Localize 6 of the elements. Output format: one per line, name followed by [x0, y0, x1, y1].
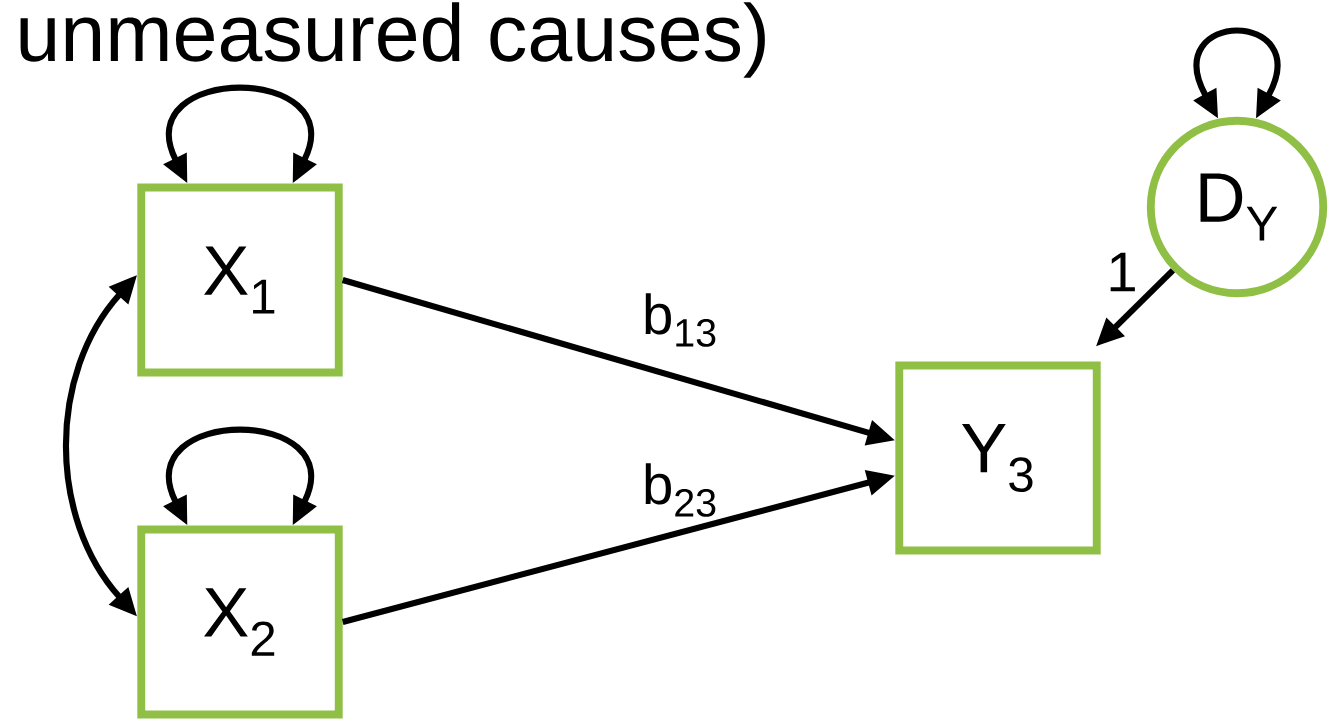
- edge-label: b$_{13}$: [640, 291, 720, 349]
- edge-label: b$_{23}$: [640, 461, 720, 519]
- node-box: Y$_{3}$: [895, 361, 1101, 555]
- heading-text: unmeasured causes): [20, 2, 765, 78]
- node-box: X$_{2}$: [137, 525, 343, 719]
- node-box: X$_{1}$: [137, 183, 343, 377]
